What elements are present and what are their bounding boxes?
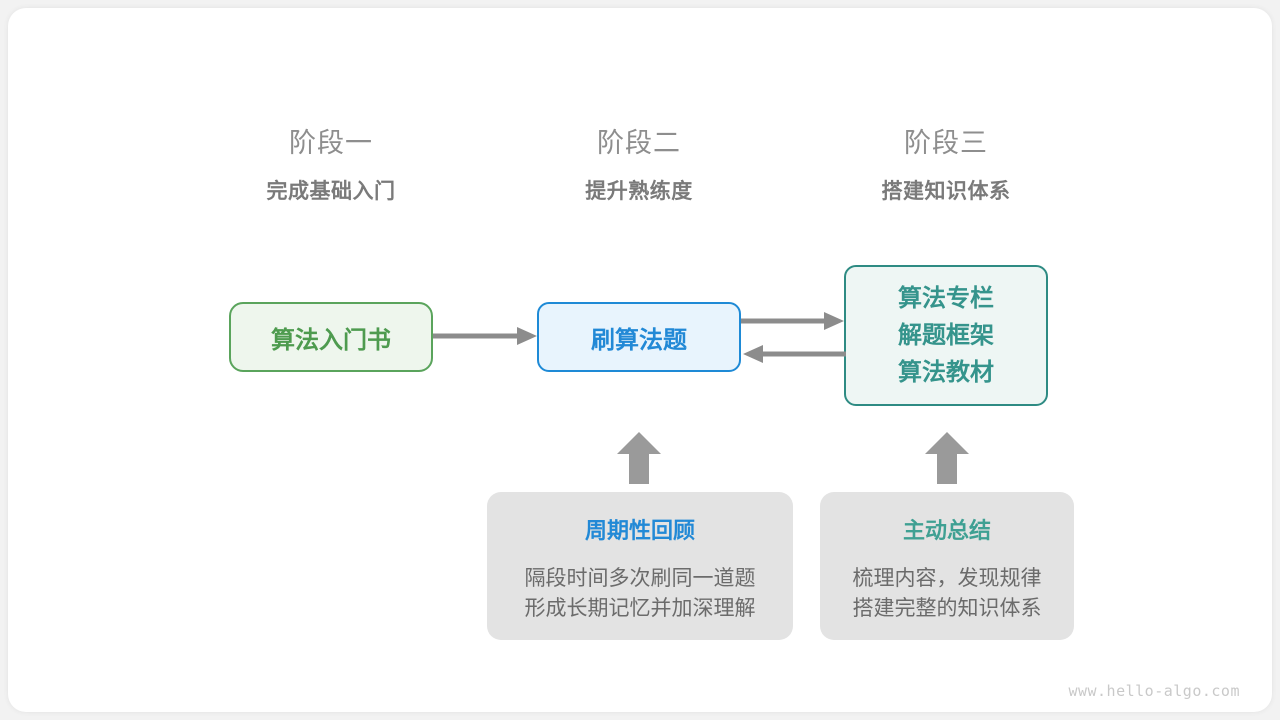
arrow-up-review <box>617 432 661 484</box>
info-body-line-2: 形成长期记忆并加深理解 <box>524 597 756 620</box>
info-box-active-summary[interactable]: 主动总结 梳理内容，发现规律 搭建完整的知识体系 <box>820 492 1074 640</box>
stage-title: 阶段三 <box>904 128 988 158</box>
stage-title: 阶段二 <box>597 128 681 158</box>
info-title: 主动总结 <box>902 518 991 543</box>
node-label: 算法入门书 <box>271 326 391 354</box>
info-body: 隔段时间多次刷同一道题 形成长期记忆并加深理解 <box>487 564 793 624</box>
arrow-practice-to-resources <box>741 312 844 330</box>
node-intro-book[interactable]: 算法入门书 <box>229 302 433 372</box>
node-practice-problems[interactable]: 刷算法题 <box>537 302 741 372</box>
info-body-line-1: 梳理内容，发现规律 <box>852 567 1042 590</box>
stage-subtitle: 搭建知识体系 <box>881 180 1011 203</box>
stage-subtitle: 完成基础入门 <box>266 180 396 203</box>
node-label-line-2: 解题框架 <box>898 322 994 349</box>
node-resources[interactable]: 算法专栏 解题框架 算法教材 <box>844 265 1048 406</box>
node-label-line-1: 算法专栏 <box>898 285 994 312</box>
info-body-line-2: 搭建完整的知识体系 <box>852 597 1042 620</box>
stage-header-2: 阶段二 提升熟练度 <box>519 126 759 207</box>
watermark: www.hello-algo.com <box>1068 682 1240 700</box>
stage-subtitle: 提升熟练度 <box>585 180 693 203</box>
stage-header-3: 阶段三 搭建知识体系 <box>826 126 1066 207</box>
arrow-resources-to-practice <box>743 345 846 363</box>
stage-title: 阶段一 <box>289 128 373 158</box>
arrow-book-to-practice <box>433 327 537 345</box>
info-body: 梳理内容，发现规律 搭建完整的知识体系 <box>820 564 1074 624</box>
info-title: 周期性回顾 <box>584 518 695 543</box>
node-label: 刷算法题 <box>591 326 687 354</box>
stage-header-1: 阶段一 完成基础入门 <box>211 126 451 207</box>
arrow-up-summary <box>925 432 969 484</box>
info-box-periodic-review[interactable]: 周期性回顾 隔段时间多次刷同一道题 形成长期记忆并加深理解 <box>487 492 793 640</box>
info-body-line-1: 隔段时间多次刷同一道题 <box>524 567 756 590</box>
node-label-line-3: 算法教材 <box>898 359 994 386</box>
